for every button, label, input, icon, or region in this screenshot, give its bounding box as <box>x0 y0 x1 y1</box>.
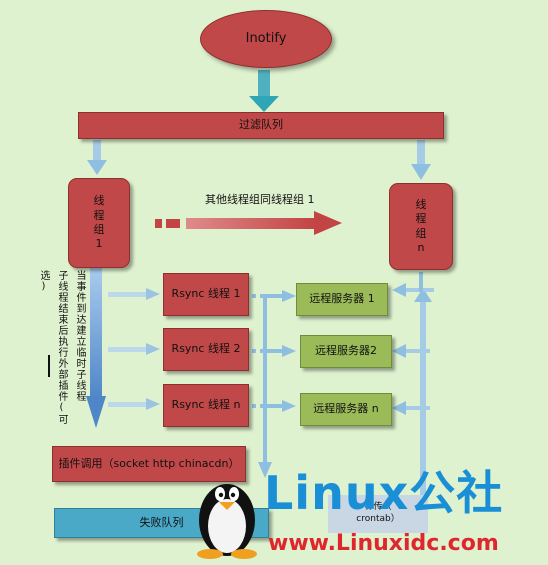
arrow-retry-to-servern <box>392 401 430 415</box>
arrow-rsyncn-to-servern <box>252 400 296 412</box>
plugin-call-box: 插件调用（socket http chinacdn） <box>52 446 246 482</box>
arrow-to-fail-queue <box>258 296 272 478</box>
arrow-to-rsync-1 <box>108 288 160 300</box>
thread-group-1-label: 线 程 组 1 <box>93 194 105 251</box>
watermark-logo-text: Linux公社 <box>264 466 504 520</box>
rsync-thread-n: Rsync 线程 n <box>163 384 249 427</box>
note-column-1: 当事件到达建立临时子线程 <box>74 270 85 402</box>
arrow-retry-to-server2 <box>392 344 430 358</box>
arrow-group1-to-groupn <box>155 211 342 235</box>
arrow-to-rsync-n <box>108 398 160 410</box>
penguin-logo-icon <box>197 484 257 559</box>
arrow-retry-up <box>414 288 432 500</box>
arrow-rsync2-to-server2 <box>252 345 296 357</box>
filter-queue-bar: 过滤队列 <box>78 112 444 139</box>
inotify-node: Inotify <box>200 10 332 68</box>
filter-queue-label: 过滤队列 <box>239 118 283 132</box>
arrow-groupn-retry <box>419 272 423 292</box>
thread-group-n: 线 程 组 n <box>389 183 453 270</box>
rsync-thread-1: Rsync 线程 1 <box>163 273 249 316</box>
crontab-retry-box: 补传（ crontab） <box>328 495 428 533</box>
inotify-label: Inotify <box>245 30 287 46</box>
arrow-group1-to-plugin <box>86 268 106 428</box>
remote-server-2: 远程服务器2 <box>300 335 392 368</box>
note-marker <box>48 355 50 377</box>
watermark-url: www.Linuxidc.com <box>268 531 499 556</box>
arrow-filter-to-groupn <box>411 140 431 180</box>
arrow-inotify-to-filter <box>249 70 279 112</box>
arrow-filter-to-group1 <box>87 140 107 175</box>
remote-server-n: 远程服务器 n <box>300 393 392 426</box>
note-column-2: 子线程结束后执行外部插件(可 <box>56 270 67 425</box>
thread-group-1: 线 程 组 1 <box>68 178 130 268</box>
remote-server-1: 远程服务器 1 <box>296 283 388 316</box>
thread-group-n-label: 线 程 组 n <box>415 197 427 254</box>
note-column-3: 选) <box>38 270 49 293</box>
same-group-label: 其他线程组同线程组 1 <box>205 192 315 206</box>
rsync-thread-2: Rsync 线程 2 <box>163 328 249 371</box>
arrow-retry-to-server1 <box>392 283 434 297</box>
arrow-rsync1-to-server1 <box>252 290 296 302</box>
arrow-to-rsync-2 <box>108 343 160 355</box>
